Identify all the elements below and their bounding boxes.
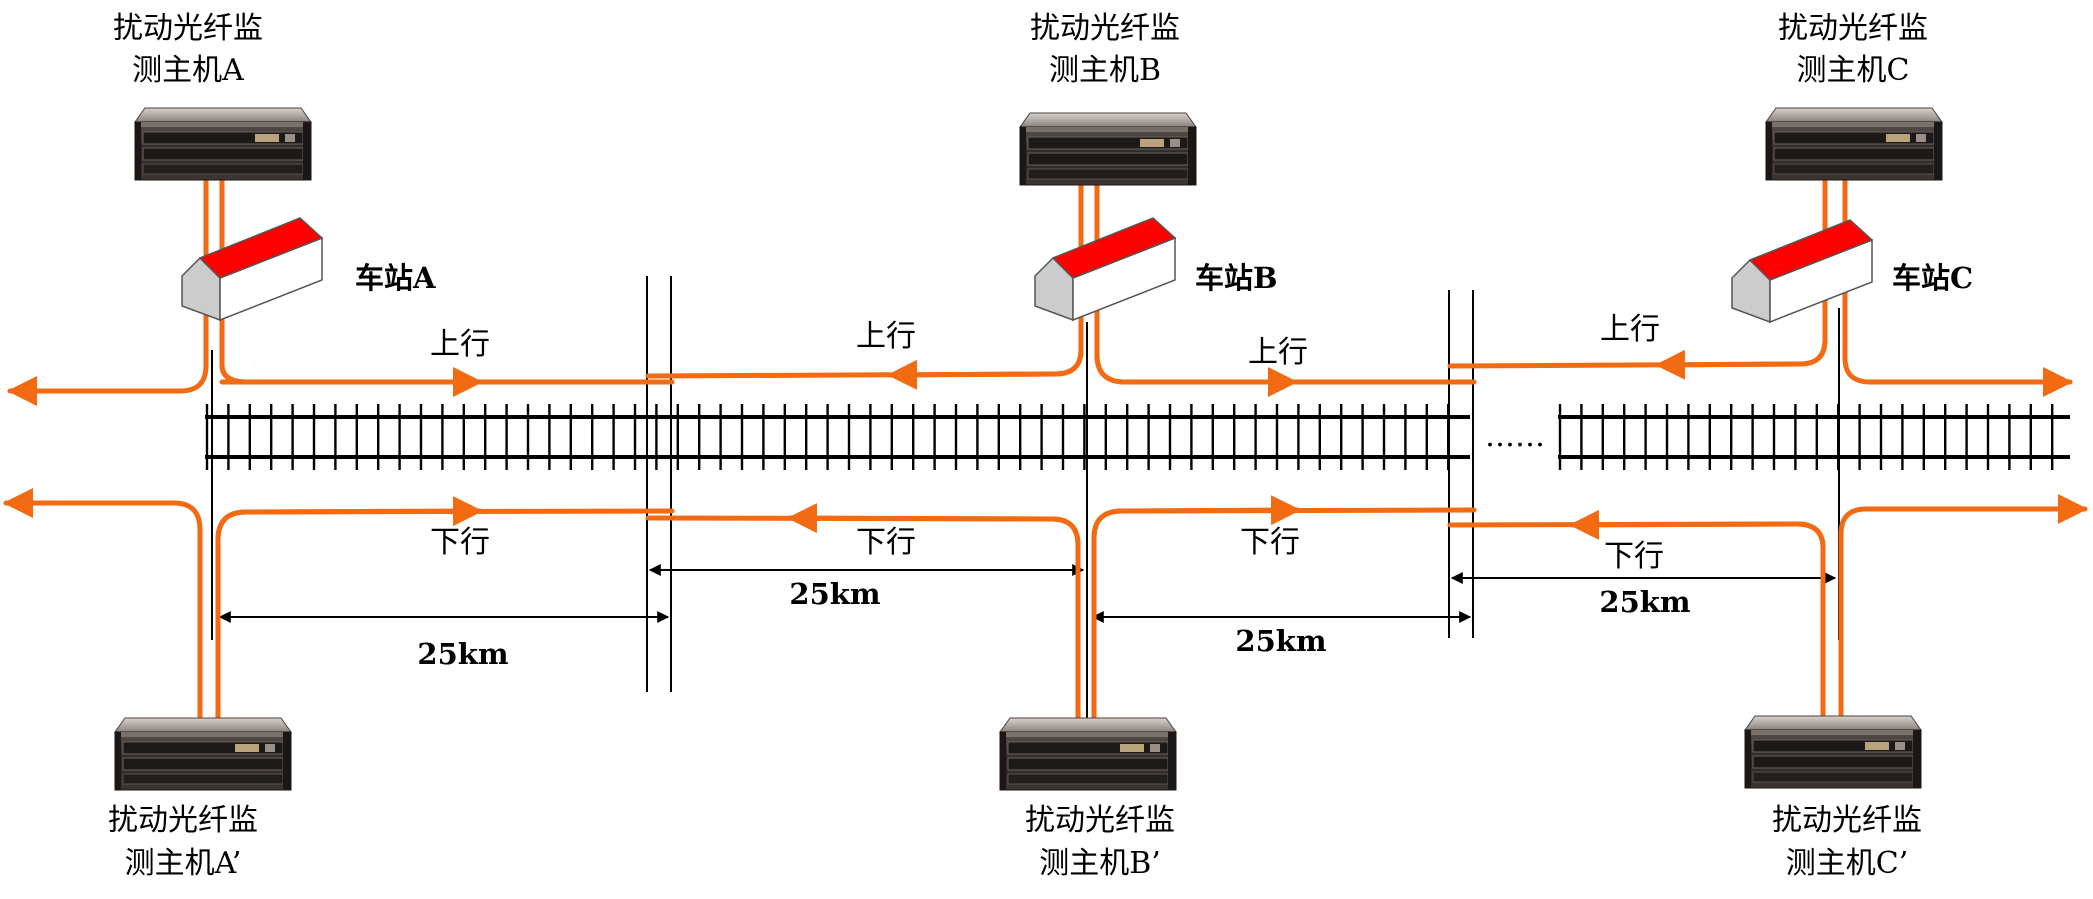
station-label: 车站B [1195,261,1278,295]
host-label-line2: 测主机B’ [1039,846,1161,881]
host-label-line2: 测主机B [1049,53,1161,88]
direction-up-label: 上行 [856,319,916,354]
server-icon [999,717,1177,791]
station-label: 车站C [1892,261,1973,295]
station-house [1034,217,1176,321]
server-icon [134,107,312,181]
distance-label: 25km [417,637,508,671]
direction-down-label: 下行 [1240,525,1300,560]
server-icon [1765,107,1943,181]
distance-label: 25km [1599,585,1690,619]
host-label-line2: 测主机A [132,53,244,88]
track-ties [1558,404,2054,470]
direction-up-label: 上行 [1248,335,1308,370]
track-ellipsis: …… [1485,419,1545,454]
host-label-line1: 扰动光纤监 [1025,803,1175,838]
server-icon [114,717,292,791]
distance-arrows [218,564,1837,623]
fiber-a-up-west [6,177,209,406]
station-house [1731,219,1873,323]
station-house [181,217,323,321]
fiber-a-down-west [2,488,203,723]
host-label-line1: 扰动光纤监 [1778,11,1928,46]
fiber-c-up-east [1842,177,2073,397]
host-label-line1: 扰动光纤监 [113,11,263,46]
fiber-c-down-east [1838,494,2088,719]
direction-down-label: 下行 [1604,539,1664,574]
server-icon [1019,112,1197,186]
host-label-line2: 测主机C’ [1786,846,1909,881]
host-label-line2: 测主机A’ [125,846,242,881]
host-label-line1: 扰动光纤监 [1772,803,1922,838]
track-ties [205,404,1450,470]
host-label-line1: 扰动光纤监 [108,803,258,838]
railway-track [205,404,2070,470]
direction-up-label: 上行 [1600,312,1660,347]
direction-down-label: 下行 [430,525,490,560]
section-boundaries [211,276,1840,725]
distance-label: 25km [1235,624,1326,658]
server-icon [1744,715,1922,789]
host-label-line2: 测主机C [1797,53,1910,88]
station-label: 车站A [355,261,436,295]
distance-label: 25km [789,577,880,611]
host-label-line1: 扰动光纤监 [1030,11,1180,46]
direction-down-label: 下行 [856,525,916,560]
direction-up-label: 上行 [430,327,490,362]
fiber-routes [2,177,2088,723]
